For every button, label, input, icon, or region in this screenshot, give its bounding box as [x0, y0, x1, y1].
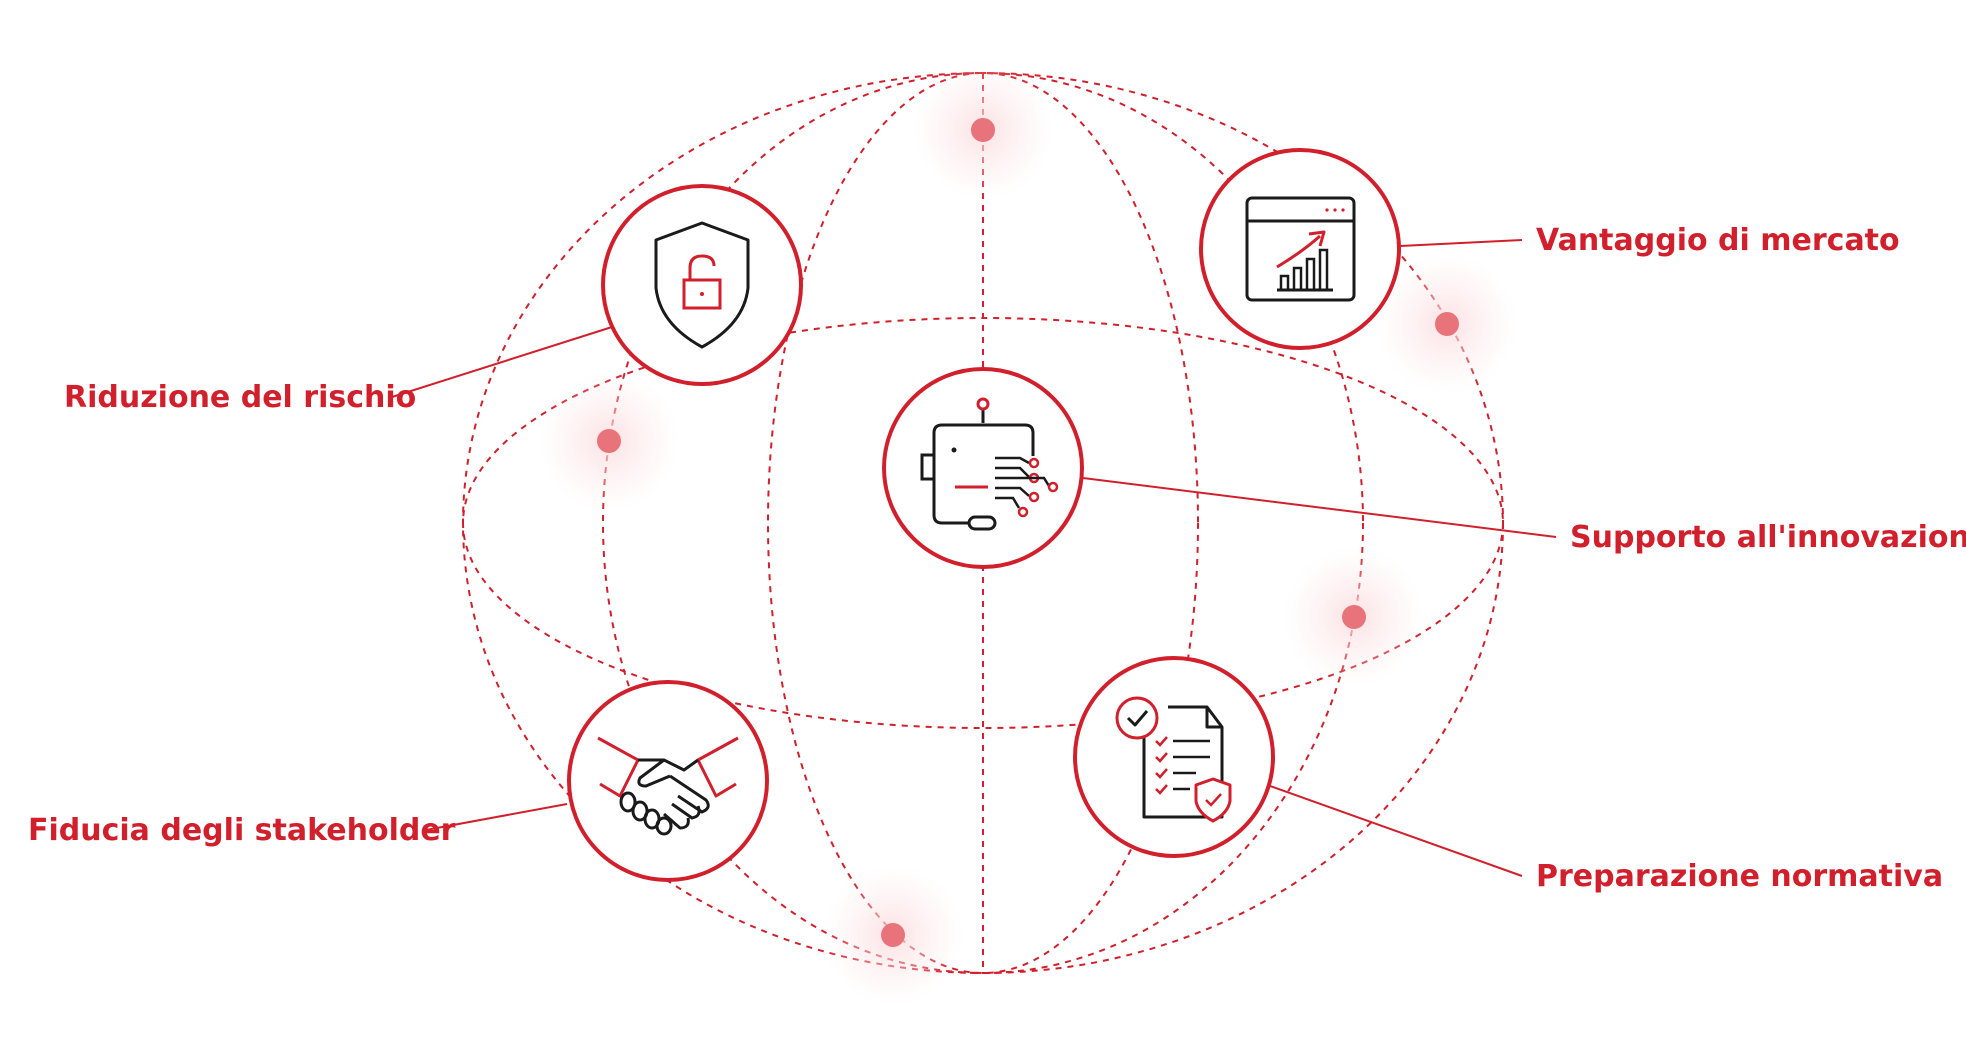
connector-riduzione — [391, 326, 613, 398]
label-supporto: Supporto all'innovazione — [1570, 520, 1966, 555]
connector-vantaggio — [1399, 239, 1523, 247]
glow-dot — [539, 371, 679, 511]
node-ring — [1199, 148, 1401, 350]
node-supporto — [882, 367, 1084, 569]
node-vantaggio — [1199, 148, 1401, 350]
handshake-icon — [597, 736, 739, 836]
node-fiducia — [567, 680, 769, 882]
ai-robot-icon — [920, 397, 1059, 531]
glow-dot — [1284, 547, 1424, 687]
node-ring — [567, 680, 769, 882]
compliance-checklist-icon — [1115, 696, 1232, 823]
connector-supporto — [1082, 477, 1557, 538]
benefit-labels: Riduzione del rischio Vantaggio di merca… — [28, 223, 1966, 894]
glow-dot — [1377, 254, 1517, 394]
connector-preparazione — [1269, 785, 1523, 877]
glow-dot — [913, 60, 1053, 200]
shield-unlock-icon — [654, 221, 750, 349]
connector-lines — [391, 239, 1557, 877]
node-preparazione — [1073, 656, 1275, 858]
connector-fiducia — [425, 803, 568, 831]
globe-meridian-inner — [767, 72, 1199, 974]
label-vantaggio: Vantaggio di mercato — [1536, 223, 1900, 258]
label-preparazione: Preparazione normativa — [1536, 859, 1943, 894]
node-riduzione — [601, 184, 803, 386]
glow-dot — [823, 865, 963, 1005]
node-ring — [601, 184, 803, 386]
growth-chart-window-icon — [1245, 196, 1356, 302]
label-riduzione: Riduzione del rischio — [64, 380, 416, 415]
glow-dots — [539, 60, 1517, 1005]
label-fiducia: Fiducia degli stakeholder — [28, 813, 456, 848]
